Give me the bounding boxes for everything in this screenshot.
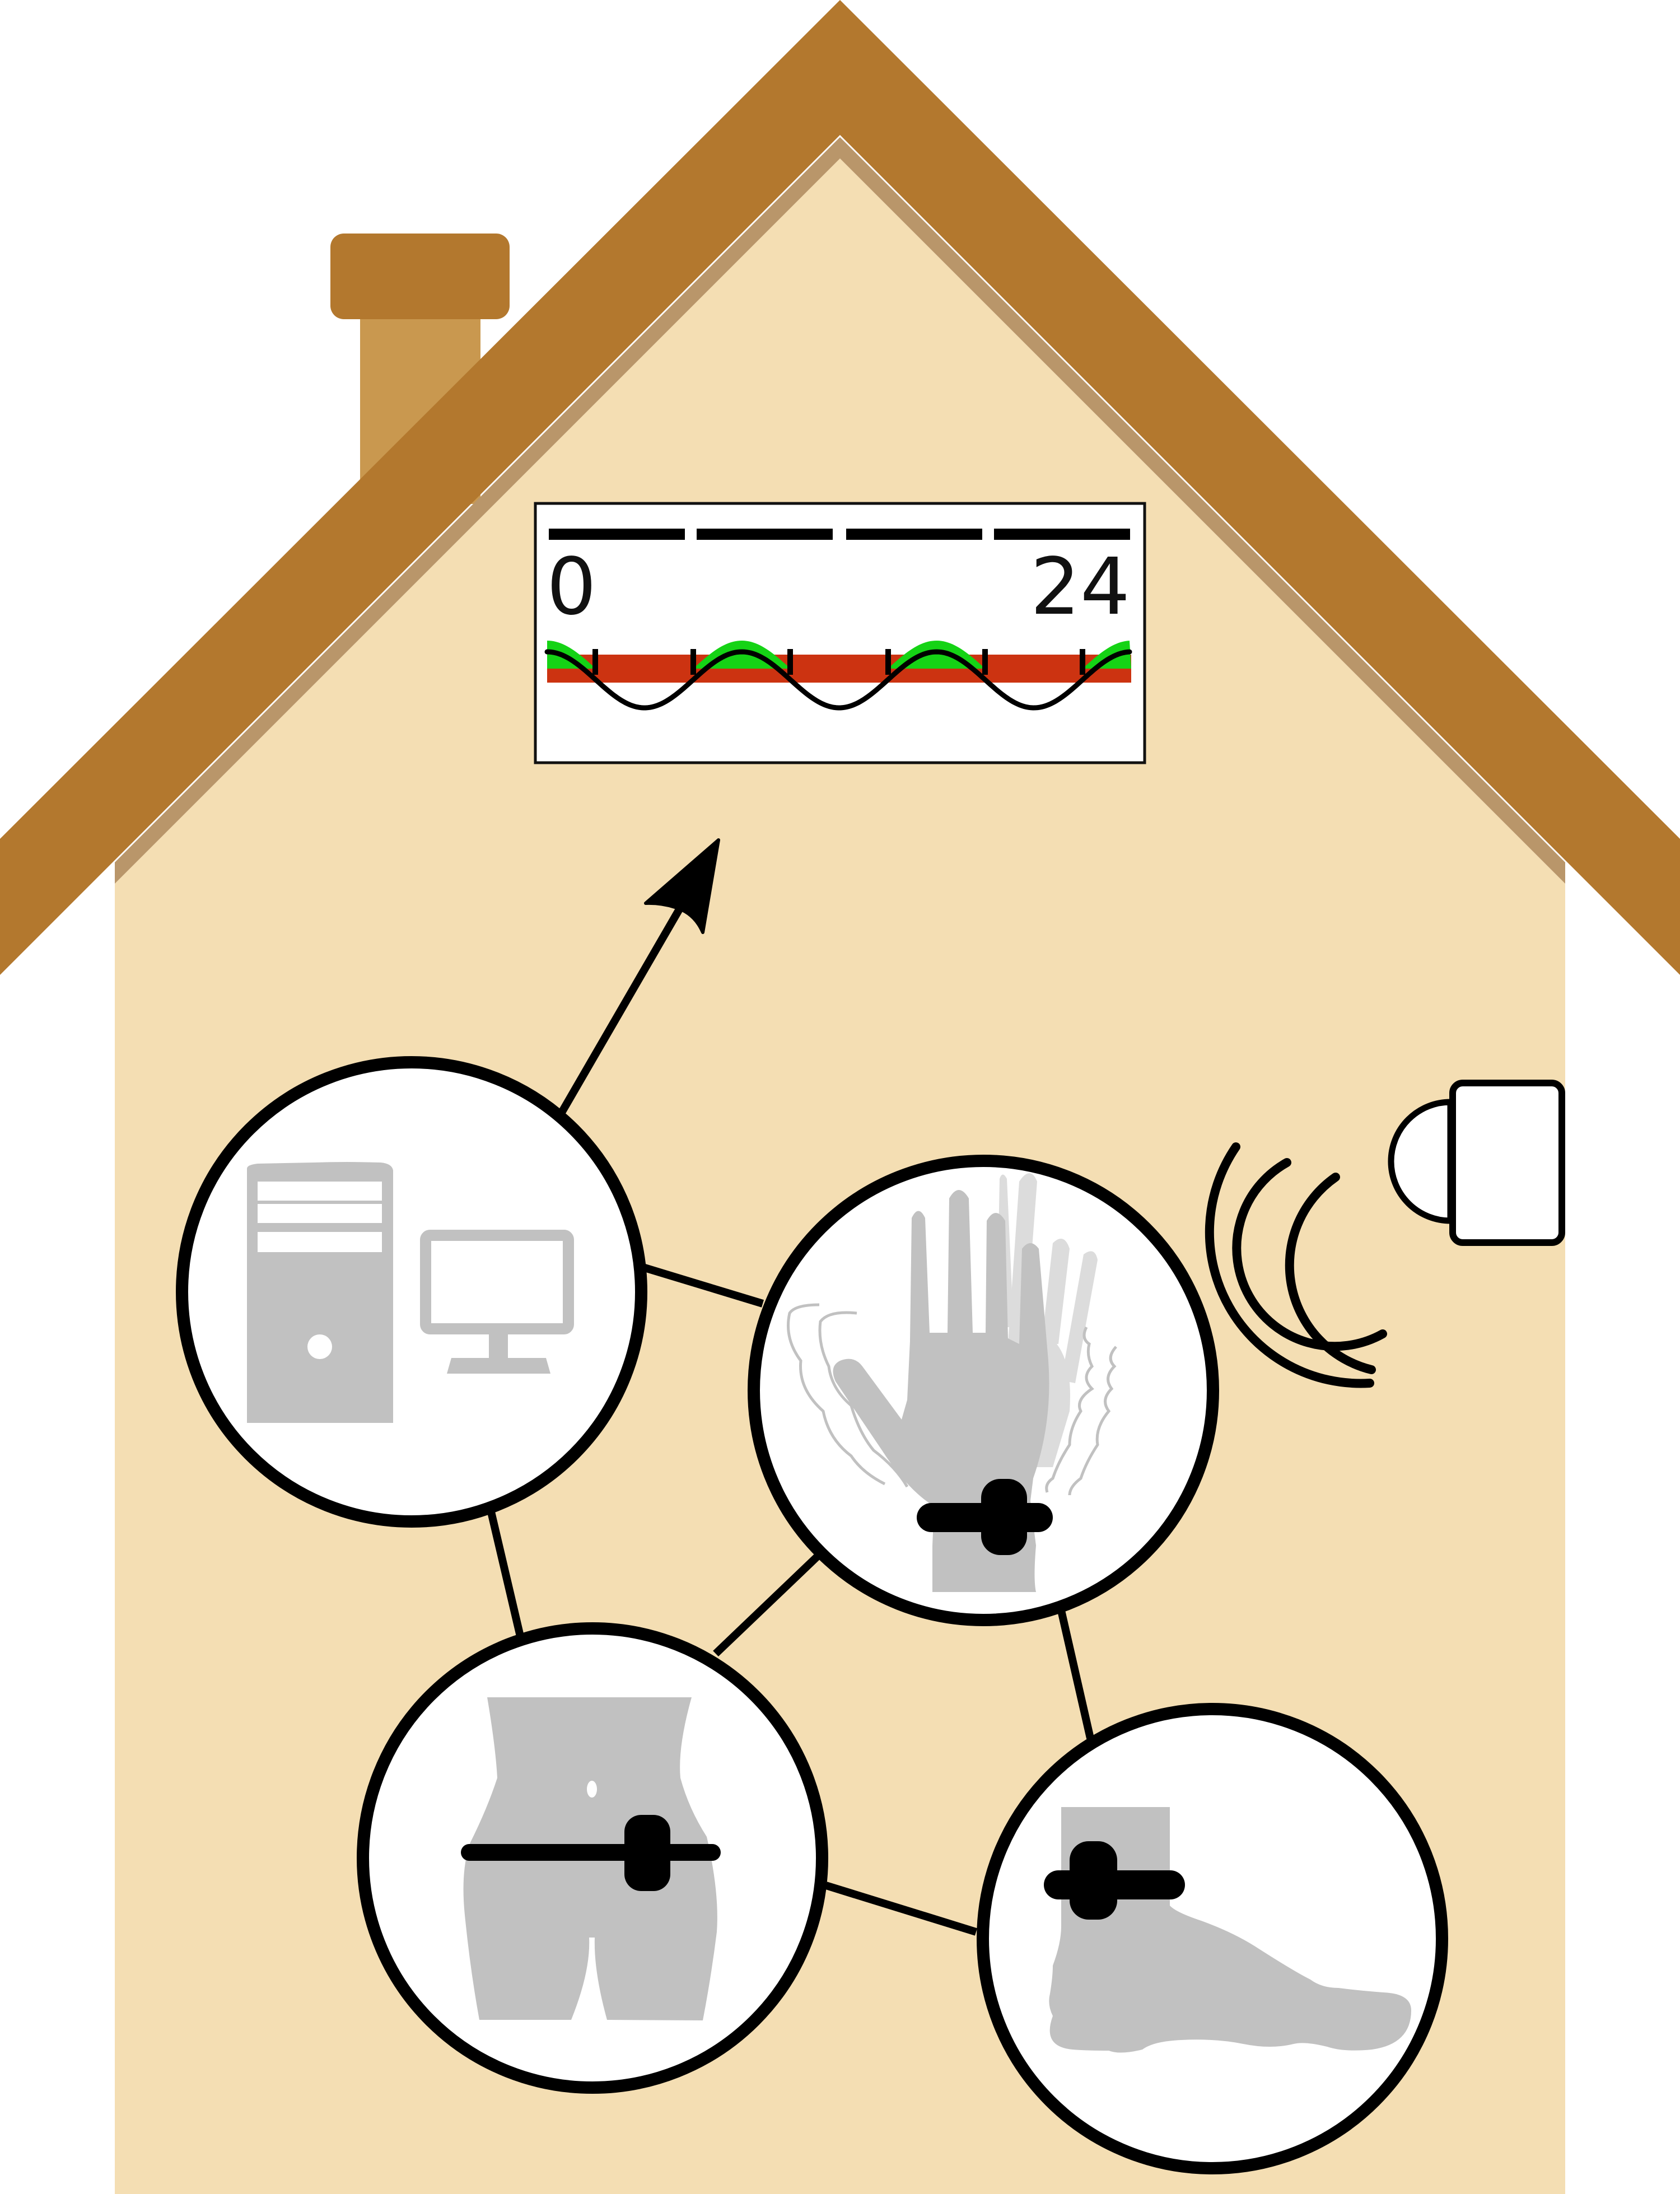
- wireless-access-point-icon: [1205, 1080, 1565, 1388]
- output-arrow: [557, 838, 720, 1118]
- foot-icon: [1049, 1807, 1411, 2053]
- access-point-dome: [1388, 1099, 1454, 1224]
- monitor-icon: [420, 1230, 574, 1374]
- timeline-end-label: 24: [1030, 542, 1130, 633]
- timeline-panel: 0 24: [534, 502, 1146, 764]
- sensor-unit: [1070, 1841, 1117, 1920]
- tower-slot: [258, 1182, 382, 1201]
- tower-body: [247, 1162, 393, 1423]
- network-links: [487, 1263, 1094, 1936]
- arrow-head: [644, 838, 720, 934]
- activity-wave: [544, 641, 1132, 715]
- access-point-body: [1449, 1080, 1565, 1246]
- node-waist: [357, 1622, 828, 2094]
- tremor-lines: [787, 1303, 1117, 1496]
- tower-slot: [258, 1232, 382, 1252]
- timeline-start-label: 0: [547, 542, 596, 633]
- node-wrist: [748, 1155, 1219, 1626]
- timeline-frame: [534, 502, 1146, 764]
- tremor-line: [818, 1311, 909, 1488]
- ankle-sensor-icon: [1044, 1841, 1185, 1920]
- foot-shape: [1049, 1807, 1411, 2053]
- tremor-line: [1045, 1326, 1094, 1493]
- ghost-finger: [1042, 1239, 1070, 1344]
- sensor-unit: [981, 1479, 1027, 1555]
- link-computer-waist: [487, 1511, 525, 1640]
- link-waist-ankle: [824, 1882, 978, 1936]
- monitor-screen: [420, 1230, 574, 1334]
- tremor-line: [787, 1303, 886, 1486]
- signal-wave: [1285, 1173, 1376, 1374]
- tower-power-button: [307, 1334, 332, 1359]
- node-ankle: [977, 1703, 1448, 2174]
- node-computer: [176, 1056, 647, 1528]
- monitor-base: [447, 1358, 550, 1374]
- navel-icon: [587, 1781, 597, 1798]
- chimney-cap: [330, 234, 510, 319]
- tremor-line: [1068, 1346, 1117, 1496]
- rest-band: [547, 655, 1131, 683]
- link-wrist-ankle: [1057, 1609, 1094, 1739]
- waist-sensor-icon: [461, 1815, 721, 1891]
- link-wrist-waist: [713, 1553, 820, 1657]
- tower-slot: [258, 1204, 382, 1223]
- sensor-unit: [624, 1815, 670, 1891]
- wrist-sensor-icon: [917, 1479, 1053, 1555]
- monitor-neck: [489, 1329, 508, 1358]
- link-computer-wrist: [641, 1263, 764, 1308]
- below-curve: [547, 683, 1131, 715]
- signal-waves: [1205, 1142, 1387, 1388]
- arrow-shaft: [557, 891, 692, 1118]
- signal-wave: [1205, 1142, 1374, 1388]
- computer-tower-icon: [247, 1162, 393, 1423]
- activity-curve: [544, 649, 1132, 711]
- ghost-finger: [1061, 1251, 1098, 1383]
- signal-wave: [1232, 1158, 1387, 1351]
